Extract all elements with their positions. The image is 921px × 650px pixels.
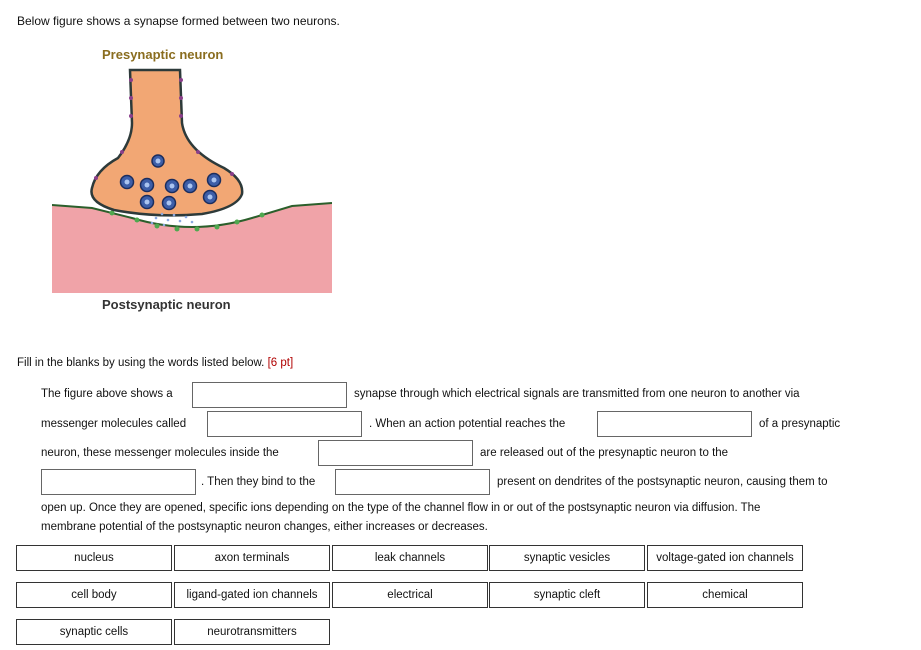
passage-s5: of a presynaptic: [759, 418, 841, 430]
word-electrical[interactable]: electrical: [332, 582, 488, 608]
blank-3[interactable]: [597, 411, 752, 437]
passage-s4: . When an action potential reaches the: [369, 418, 566, 430]
word-ligand-gated-ion-channels[interactable]: ligand-gated ion channels: [174, 582, 330, 608]
word-voltage-gated-ion-channels[interactable]: voltage-gated ion channels: [647, 545, 803, 571]
passage-s9: present on dendrites of the postsynaptic…: [497, 476, 828, 488]
passage-s11: membrane potential of the postsynaptic n…: [41, 521, 488, 533]
word-axon-terminals[interactable]: axon terminals: [174, 545, 330, 571]
word-synaptic-cleft[interactable]: synaptic cleft: [489, 582, 645, 608]
presynaptic-label: Presynaptic neuron: [102, 47, 224, 62]
word-synaptic-cells[interactable]: synaptic cells: [16, 619, 172, 645]
blank-2[interactable]: [207, 411, 362, 437]
word-cell-body[interactable]: cell body: [16, 582, 172, 608]
passage-s10: open up. Once they are opened, specific …: [41, 502, 761, 514]
instructions-text: Fill in the blanks by using the words li…: [17, 357, 265, 369]
passage-s6: neuron, these messenger molecules inside…: [41, 447, 279, 459]
word-nucleus[interactable]: nucleus: [16, 545, 172, 571]
word-synaptic-vesicles[interactable]: synaptic vesicles: [489, 545, 645, 571]
blank-6[interactable]: [335, 469, 490, 495]
word-chemical[interactable]: chemical: [647, 582, 803, 608]
passage-s3: messenger molecules called: [41, 418, 187, 430]
synapse-figure: [52, 68, 332, 293]
blank-1[interactable]: [192, 382, 347, 408]
intro-text: Below figure shows a synapse formed betw…: [17, 14, 340, 28]
passage-s8: . Then they bind to the: [201, 476, 316, 488]
passage-s7: are released out of the presynaptic neur…: [480, 447, 729, 459]
postsynaptic-label: Postsynaptic neuron: [102, 297, 231, 312]
blank-4[interactable]: [318, 440, 473, 466]
instructions: Fill in the blanks by using the words li…: [17, 357, 293, 369]
blank-5[interactable]: [41, 469, 196, 495]
passage-s1: The figure above shows a: [41, 388, 173, 400]
passage-s2: synapse through which electrical signals…: [354, 388, 800, 400]
word-neurotransmitters[interactable]: neurotransmitters: [174, 619, 330, 645]
points-label: [6 pt]: [267, 357, 294, 369]
word-leak-channels[interactable]: leak channels: [332, 545, 488, 571]
